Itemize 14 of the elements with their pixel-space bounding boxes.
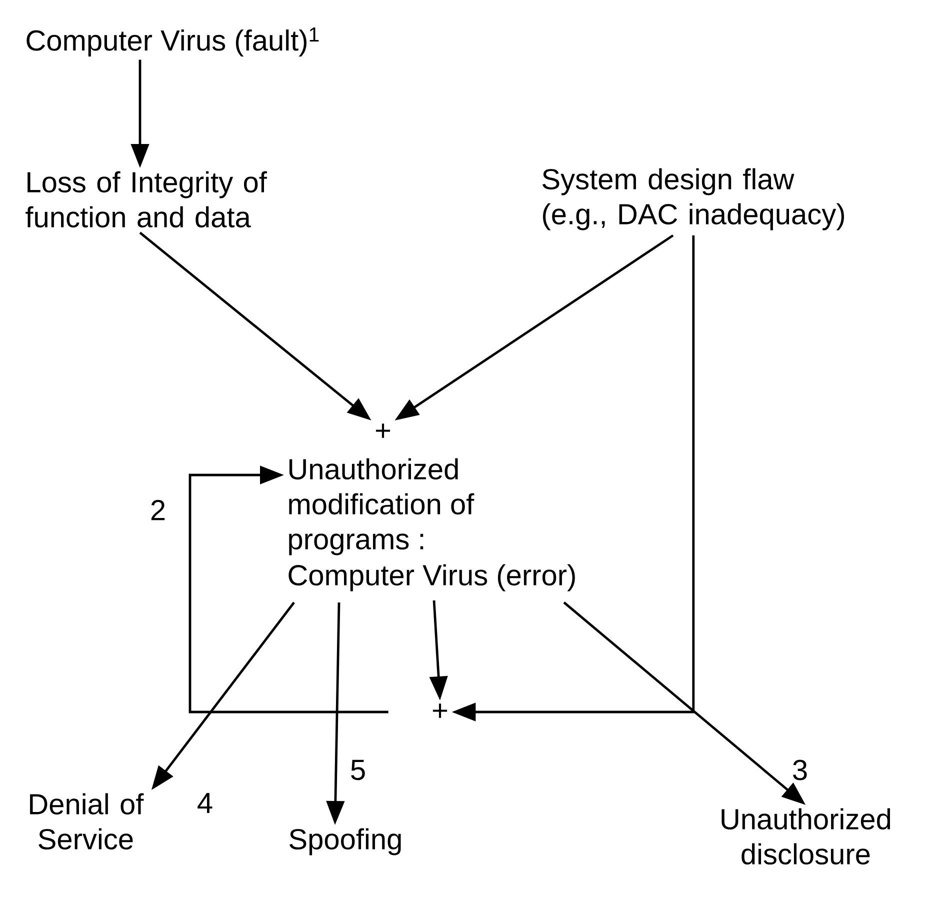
edge-label: 4 — [198, 793, 212, 813]
node-text: Denial of Service — [30, 793, 144, 850]
node-text: Unauthorized disclosure — [722, 808, 890, 864]
junction-symbol: + — [432, 704, 448, 718]
arrow — [188, 466, 388, 714]
edge-label: 3 — [793, 760, 807, 780]
node-text: Spoofing — [290, 828, 401, 856]
node-text: Unauthorized modification of programs : Computer Virus (error) — [288, 458, 575, 592]
node-text: System design flaw (e.g., DAC inadequacy) — [542, 168, 844, 230]
junction-symbol: + — [376, 424, 390, 438]
node-text: Computer Virus (fault)$^{1}$ — [26, 28, 319, 57]
edge-label: 5 — [351, 760, 365, 780]
edge-label: 2 — [151, 500, 165, 520]
node-text: Loss of Integrity of function and data — [26, 171, 267, 228]
